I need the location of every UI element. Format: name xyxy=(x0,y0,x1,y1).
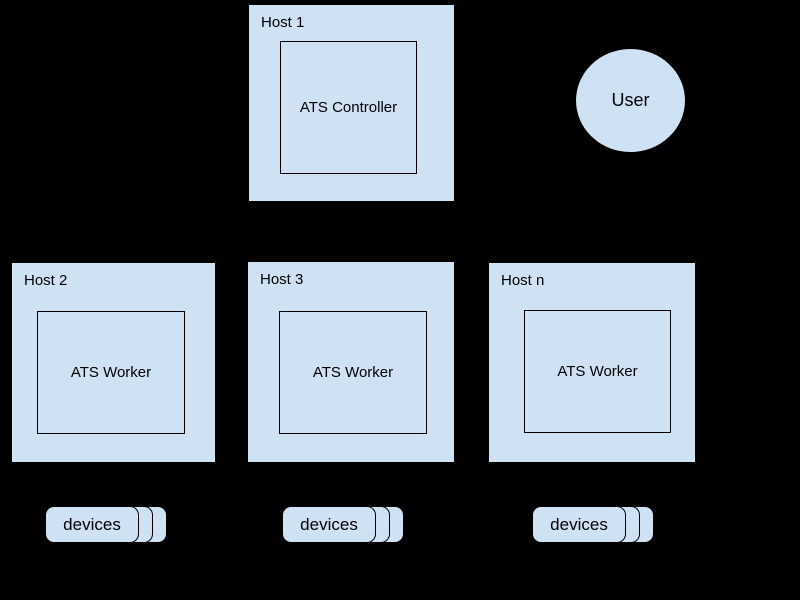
host-2-label: Host 2 xyxy=(24,272,68,289)
devices-stack-3: devices xyxy=(532,506,654,543)
devices-stack-1-front-layer: devices xyxy=(45,506,139,543)
ats-worker-2-box: ATS Worker xyxy=(279,311,427,434)
host-1-box: Host 1 ATS Controller xyxy=(248,4,455,202)
devices-3-label: devices xyxy=(550,514,608,534)
devices-2-label: devices xyxy=(300,514,358,534)
devices-stack-1: devices xyxy=(45,506,167,543)
ats-worker-1-label: ATS Worker xyxy=(70,364,152,381)
devices-stack-2-front-layer: devices xyxy=(282,506,376,543)
ats-worker-2-label: ATS Worker xyxy=(312,364,394,381)
ats-worker-1-box: ATS Worker xyxy=(37,311,185,434)
host-n-label: Host n xyxy=(501,272,545,289)
user-node: User xyxy=(575,48,686,153)
host-2-box: Host 2 ATS Worker xyxy=(11,262,216,463)
host-n-box: Host n ATS Worker xyxy=(488,262,696,463)
ats-worker-n-label: ATS Worker xyxy=(557,363,638,380)
host-3-label: Host 3 xyxy=(260,271,304,288)
devices-stack-2: devices xyxy=(282,506,404,543)
ats-worker-n-box: ATS Worker xyxy=(524,310,671,433)
ats-controller-label: ATS Controller xyxy=(299,99,398,116)
devices-stack-3-front-layer: devices xyxy=(532,506,626,543)
user-label: User xyxy=(611,90,650,110)
devices-1-label: devices xyxy=(63,514,121,534)
host-1-label: Host 1 xyxy=(261,14,305,31)
host-3-box: Host 3 ATS Worker xyxy=(247,261,455,463)
ats-controller-box: ATS Controller xyxy=(280,41,417,174)
